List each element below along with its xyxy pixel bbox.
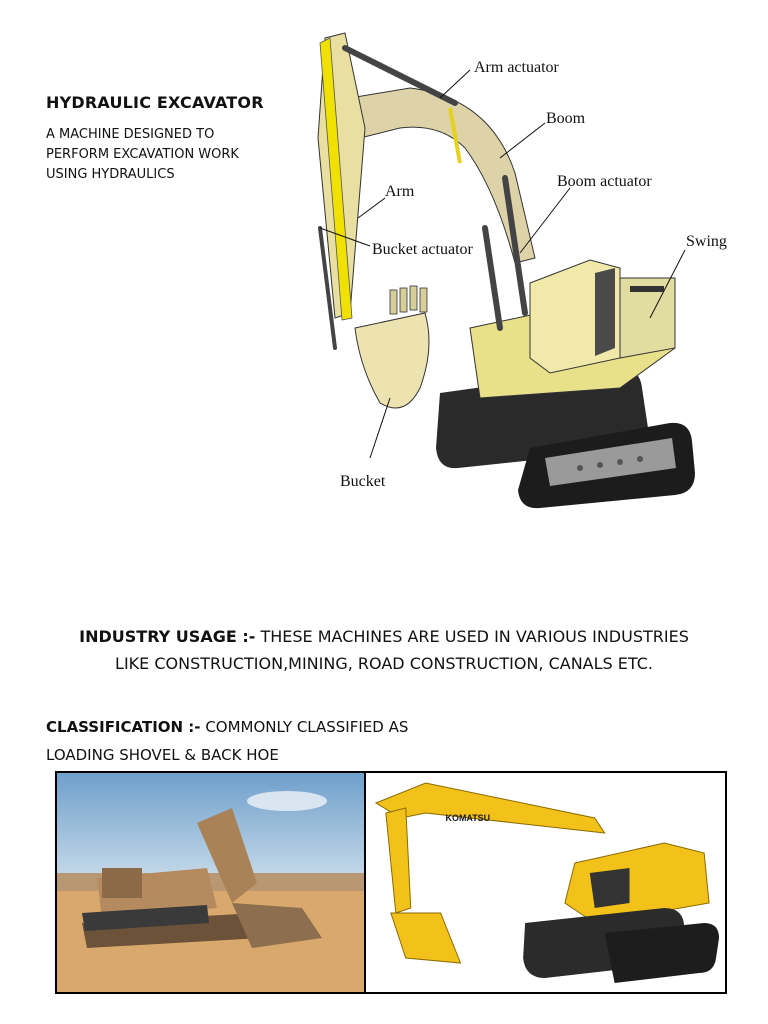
label-boom: Boom <box>546 110 586 127</box>
label-arm-actuator: Arm actuator <box>474 59 560 76</box>
label-boom-actuator: Boom actuator <box>557 173 652 190</box>
subtitle-line-2: PERFORM EXCAVATION WORK <box>46 147 239 162</box>
label-bucket-actuator: Bucket actuator <box>372 241 474 258</box>
industry-usage-section: INDUSTRY USAGE :- THESE MACHINES ARE USE… <box>40 623 728 677</box>
label-swing: Swing <box>686 233 727 250</box>
house-and-cab <box>469 259 676 399</box>
loading-shovel-photo <box>57 773 366 992</box>
subtitle-line-1: A MACHINE DESIGNED TO <box>46 127 215 142</box>
backhoe-photo: KOMATSU <box>366 773 725 992</box>
industry-usage-text-1: THESE MACHINES ARE USED IN VARIOUS INDUS… <box>260 627 689 646</box>
boom <box>349 87 536 264</box>
industry-usage-label: INDUSTRY USAGE :- <box>79 627 256 646</box>
excavator-diagram: Arm actuator Boom Boom actuator Arm Buck… <box>317 32 727 509</box>
industry-usage-text-2: LIKE CONSTRUCTION,MINING, ROAD CONSTRUCT… <box>115 654 653 673</box>
label-arm: Arm <box>385 183 415 200</box>
page-subtitle: A MACHINE DESIGNED TO PERFORM EXCAVATION… <box>46 125 276 185</box>
komatsu-brand-label: KOMATSU <box>446 813 491 823</box>
actuators <box>318 45 528 350</box>
classification-text-2: LOADING SHOVEL & BACK HOE <box>46 746 279 764</box>
label-bucket: Bucket <box>340 473 386 490</box>
photo-strip: KOMATSU <box>55 771 727 994</box>
page-title: HYDRAULIC EXCAVATOR <box>46 93 264 112</box>
classification-label: CLASSIFICATION :- <box>46 718 201 736</box>
classification-section: CLASSIFICATION :- COMMONLY CLASSIFIED AS… <box>46 713 408 769</box>
classification-text-1: COMMONLY CLASSIFIED AS <box>205 718 409 736</box>
bucket <box>354 312 430 409</box>
subtitle-line-3: USING HYDRAULICS <box>46 167 175 182</box>
